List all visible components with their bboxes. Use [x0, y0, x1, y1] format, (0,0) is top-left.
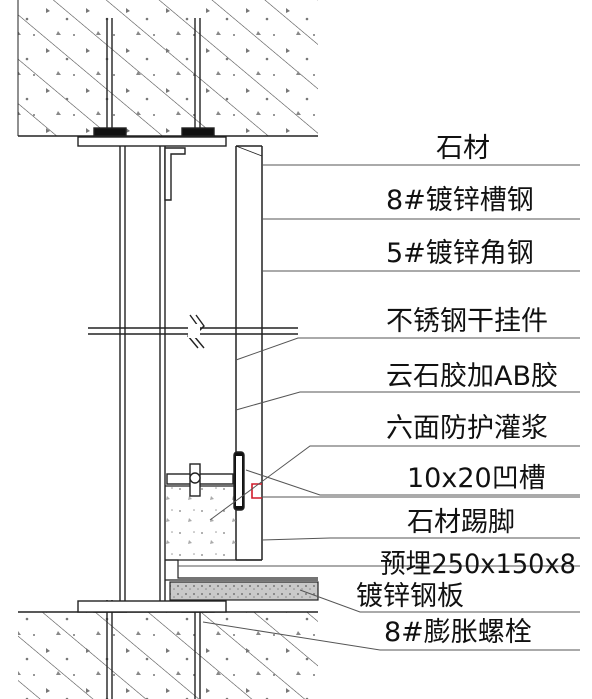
label-embedded-plate: 预埋250x150x8	[380, 549, 576, 580]
label-stone-skirting: 石材踢脚	[407, 507, 515, 538]
channel-steel	[119, 146, 166, 601]
groove-mark	[251, 483, 262, 499]
callout-labels: 石材 8#镀锌槽钢 5#镀锌角钢 不锈钢干挂件 云石胶加AB胶 六面防护灌浆 1…	[356, 133, 576, 648]
leader-lines	[178, 164, 580, 651]
embedded-plates	[77, 136, 227, 613]
stainless-hanger	[166, 451, 245, 511]
label-marble-glue: 云石胶加AB胶	[386, 361, 558, 392]
label-stainless-hanger: 不锈钢干挂件	[386, 306, 548, 337]
angle-steel-top	[164, 147, 186, 201]
label-angle-steel: 5#镀锌角钢	[386, 238, 534, 269]
label-six-side-grout: 六面防护灌浆	[386, 413, 548, 444]
grout-fill	[165, 485, 262, 561]
label-expansion-bolt: 8#膨胀螺栓	[384, 617, 532, 648]
top-expansion-bolts	[93, 18, 215, 140]
bottom-concrete-slab	[18, 611, 318, 699]
top-concrete-slab	[17, 0, 318, 137]
galvanized-plate-layer	[165, 559, 319, 601]
label-channel-steel: 8#镀锌槽钢	[386, 185, 534, 216]
label-galvanized-plate: 镀锌钢板	[356, 581, 464, 612]
angle-steel-horizontal	[88, 314, 298, 349]
label-groove: 10x20凹槽	[407, 463, 546, 494]
label-stone: 石材	[436, 133, 490, 164]
